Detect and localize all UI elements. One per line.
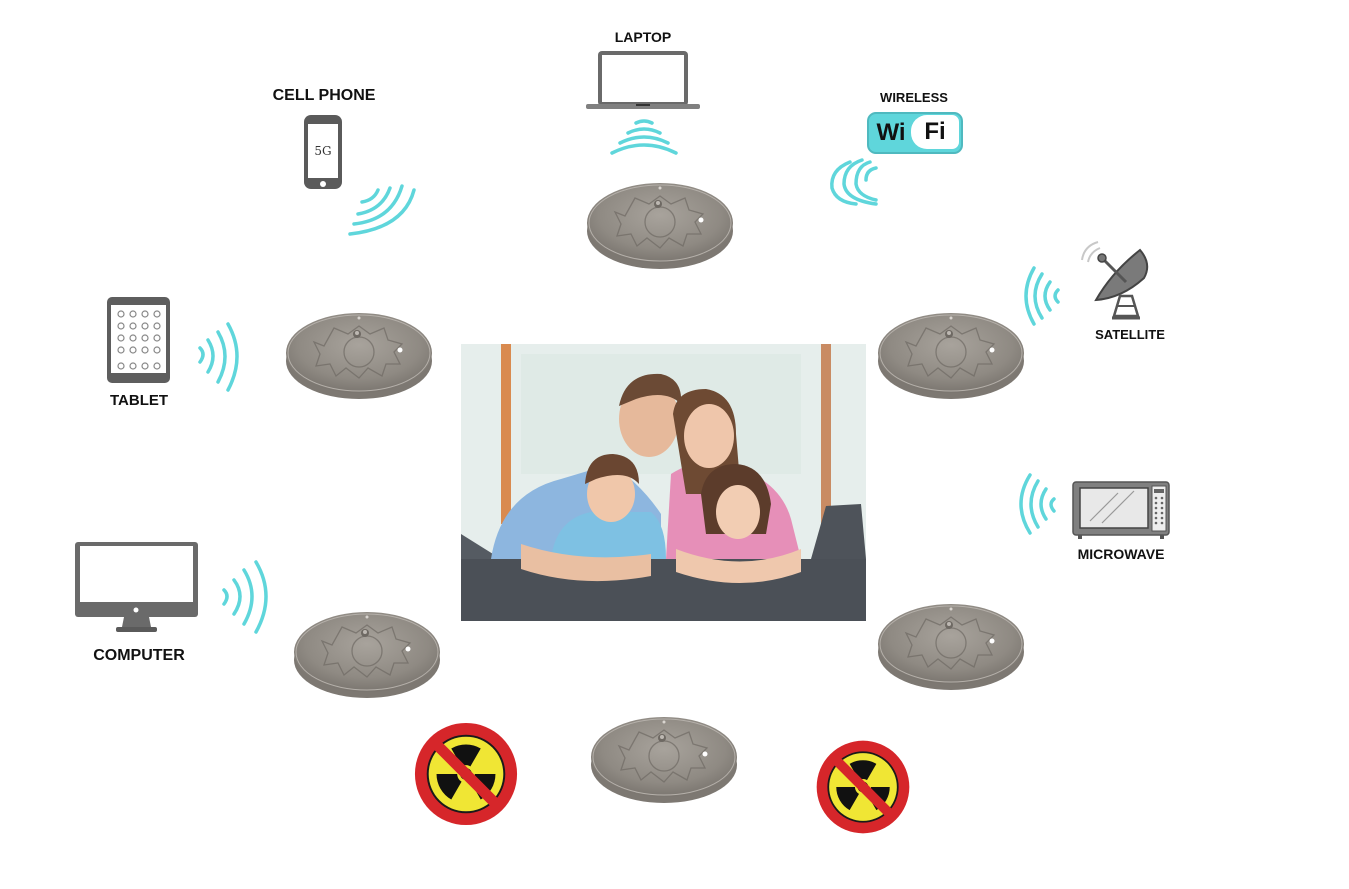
wireless-label: WIRELESS: [880, 90, 948, 105]
protection-disc-upper-right: [876, 306, 1026, 401]
laptop-icon: [586, 51, 700, 109]
family-photo: [461, 344, 866, 621]
signal-waves-icon: [348, 184, 416, 236]
protection-disc-bottom: [589, 710, 739, 805]
smartphone-icon: 5G: [304, 115, 342, 189]
no-radiation-icon: [412, 720, 520, 828]
wifi-logo-left: Wi: [876, 119, 906, 146]
protection-disc-lower-left: [292, 605, 442, 700]
signal-waves-icon: [830, 158, 878, 206]
satellite-dish-icon: [1081, 241, 1149, 320]
wifi-logo-icon: Wi Fi: [867, 112, 963, 154]
microwave-icon: [1072, 481, 1170, 539]
desktop-monitor-icon: [75, 542, 198, 632]
signal-waves-icon: [222, 560, 268, 634]
tablet-label: TABLET: [109, 392, 169, 409]
signal-waves-icon: [610, 119, 678, 155]
computer-label: COMPUTER: [93, 647, 185, 664]
laptop-label: LAPTOP: [614, 29, 672, 45]
microwave-label: MICROWAVE: [1077, 546, 1165, 562]
signal-waves-icon: [198, 322, 239, 392]
signal-waves-icon: [1024, 266, 1060, 326]
wifi-logo-right: Fi: [911, 115, 959, 149]
protection-disc-upper-left: [284, 306, 434, 401]
satellite-label: SATELLITE: [1095, 327, 1165, 342]
protection-disc-top: [585, 176, 735, 271]
cell-phone-label: CELL PHONE: [272, 87, 376, 104]
signal-waves-icon: [1019, 473, 1056, 535]
protection-disc-lower-right: [876, 597, 1026, 692]
no-radiation-icon: [814, 738, 912, 836]
phone-screen-text: 5G: [308, 124, 338, 178]
tablet-icon: [107, 297, 170, 383]
